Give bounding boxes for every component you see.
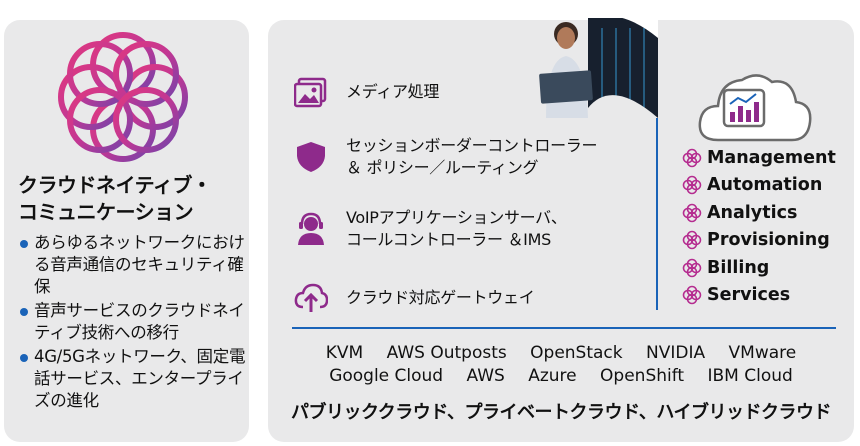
cloud-native-logo-icon [58, 32, 188, 162]
feature-voip-application-server: VoIPアプリケーションサーバ、コールコントローラー ＆IMS [294, 207, 567, 251]
ring-icon [682, 230, 702, 250]
ring-icon [682, 285, 702, 305]
management-item: Billing [682, 254, 836, 282]
benefit-list: あらゆるネットワークにおける音声通信のセキュリティ確保 音声サービスのクラウドネ… [18, 232, 246, 414]
platform-label: OpenShift [600, 366, 685, 386]
feature-media-processing: メディア処理 [294, 75, 439, 109]
management-item: Automation [682, 172, 836, 200]
platform-label: NVIDIA [646, 343, 706, 363]
headset-user-icon [298, 212, 324, 245]
platform-label: AWS [466, 366, 505, 386]
platform-row-1: KVM AWS Outposts OpenStack NVIDIA VMware [268, 343, 854, 363]
ring-icon [682, 203, 702, 223]
management-item: Provisioning [682, 227, 836, 255]
platform-label: KVM [325, 343, 364, 363]
benefit-item: あらゆるネットワークにおける音声通信のセキュリティ確保 [18, 232, 246, 298]
feature-label: クラウド対応ゲートウェイ [346, 288, 535, 307]
media-image-icon [294, 77, 327, 108]
platform-label: Google Cloud [329, 366, 444, 386]
platform-label: IBM Cloud [707, 366, 793, 386]
platform-row-2: Google Cloud AWS Azure OpenShift IBM Clo… [268, 366, 854, 386]
left-panel: クラウドネイティブ・ コミュニケーション あらゆるネットワークにおける音声通信の… [4, 20, 249, 442]
cloud-upload-icon [294, 283, 328, 312]
cloud-types-caption: パブリッククラウド、プライベートクラウド、ハイブリッドクラウド [291, 402, 831, 423]
shield-icon [297, 142, 325, 172]
right-panel: メディア処理 セッションボーダーコントローラー＆ ポリシー／ルーティング VoI… [268, 15, 854, 442]
solution-title: クラウドネイティブ・ コミュニケーション [18, 173, 212, 224]
platform-label: AWS Outposts [386, 343, 507, 363]
ring-icon [682, 258, 702, 278]
management-item: Services [682, 282, 836, 310]
feature-cloud-gateway: クラウド対応ゲートウェイ [294, 281, 535, 315]
platform-label: OpenStack [530, 343, 623, 363]
benefit-item: 音声サービスのクラウドネイティブ技術への移行 [18, 300, 246, 344]
engineer-laptop-photo [539, 15, 658, 118]
feature-label: セッションボーダーコントローラー＆ ポリシー／ルーティング [346, 136, 598, 177]
feature-session-border-controller: セッションボーダーコントローラー＆ ポリシー／ルーティング [294, 135, 598, 179]
cloud-analytics-icon [698, 74, 812, 142]
management-item: Management [682, 144, 836, 172]
ring-icon [682, 148, 702, 168]
management-list: Management Automation Analytics Provisio… [682, 144, 836, 309]
platform-label: VMware [728, 343, 797, 363]
ring-icon [682, 175, 702, 195]
platform-label: Azure [528, 366, 577, 386]
vertical-divider [656, 118, 658, 310]
management-item: Analytics [682, 199, 836, 227]
benefit-item: 4G/5Gネットワーク、固定電話サービス、エンタープライズの進化 [18, 346, 246, 412]
feature-label: VoIPアプリケーションサーバ、コールコントローラー ＆IMS [346, 208, 567, 249]
feature-label: メディア処理 [346, 82, 440, 101]
horizontal-divider [292, 327, 836, 329]
